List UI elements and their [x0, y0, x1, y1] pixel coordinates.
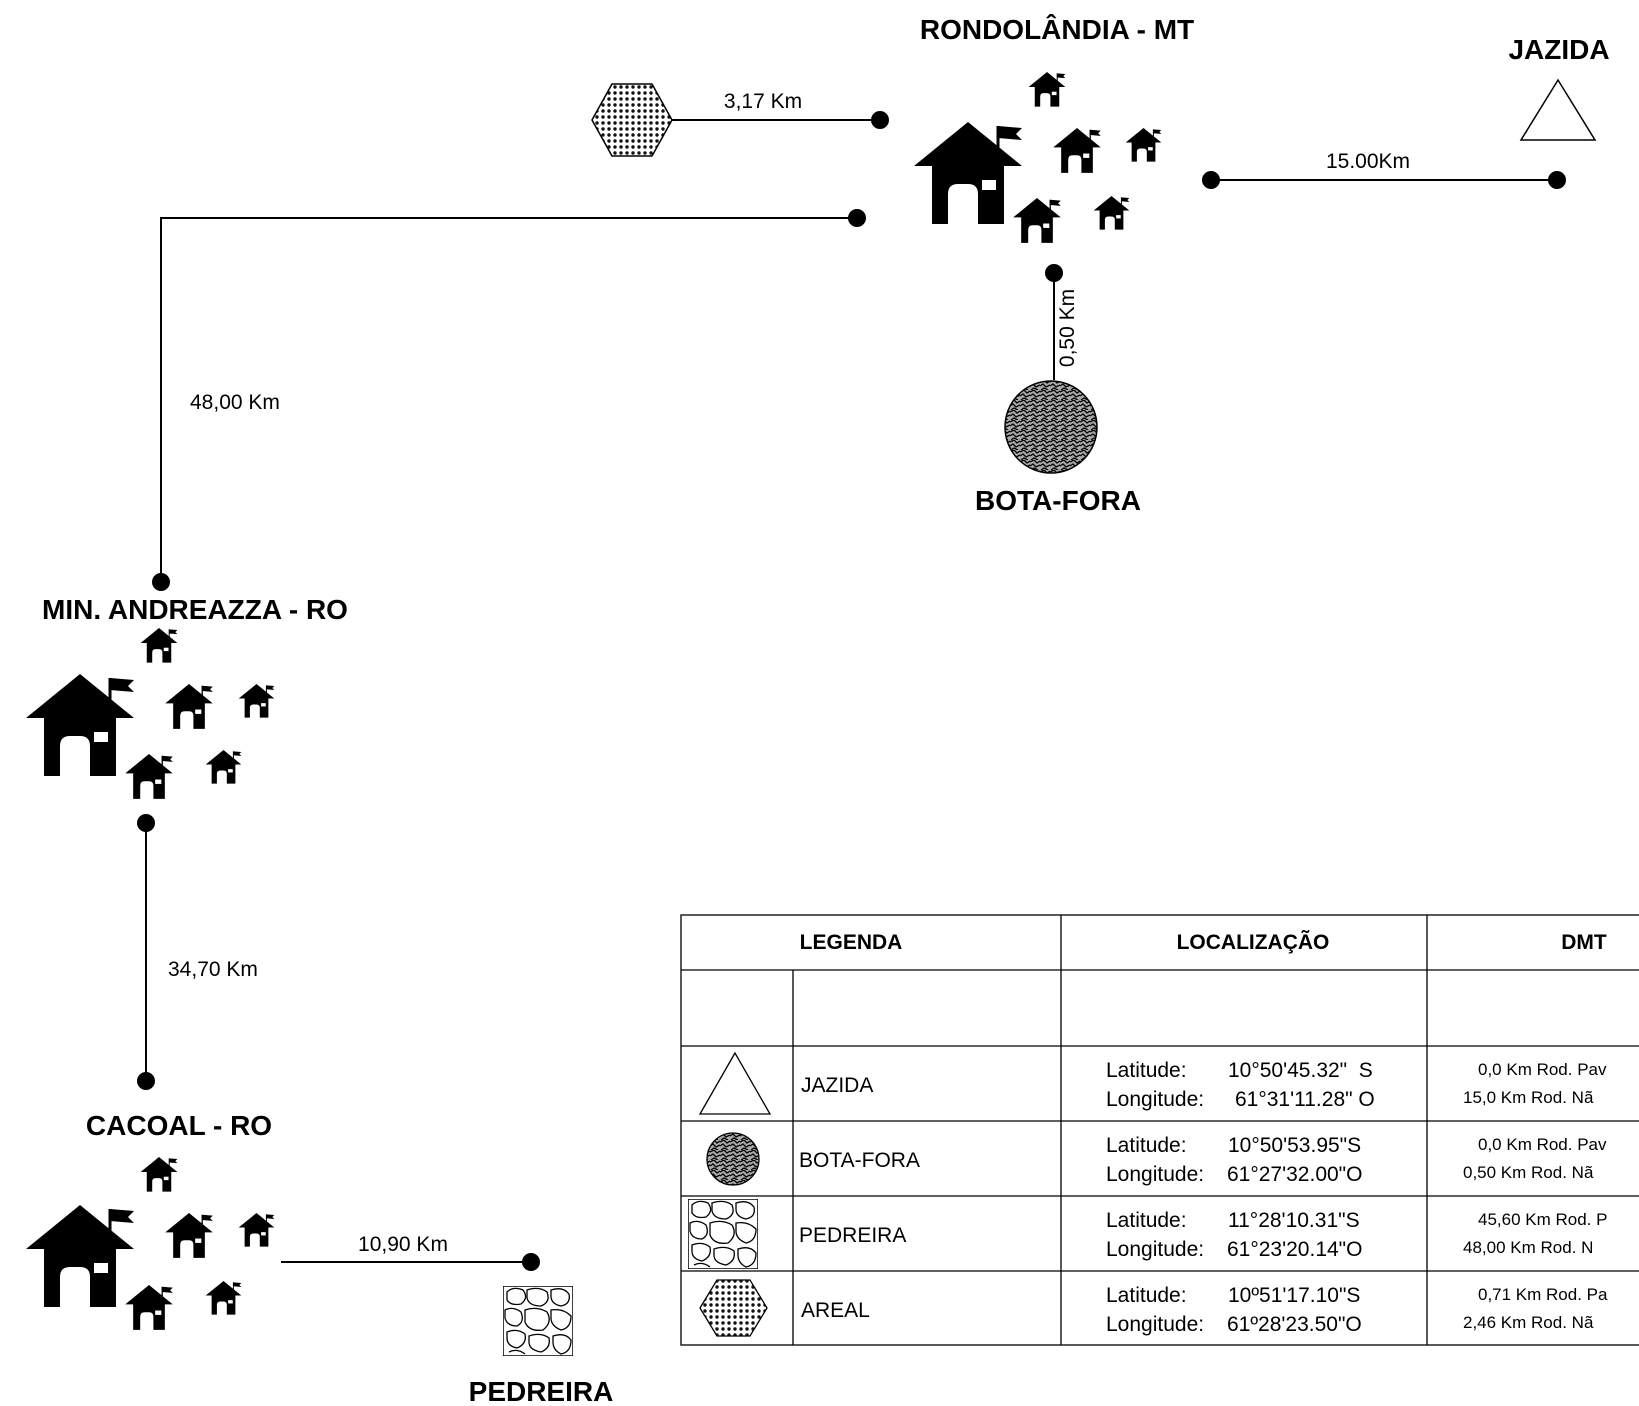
node-dot: [1202, 171, 1220, 189]
location-header: LOCALIZAÇÃO: [1177, 931, 1330, 954]
longitude-value: 61°31'11.28" O: [1235, 1088, 1375, 1111]
min-andreazza-label: MIN. ANDREAZZA - RO: [42, 594, 348, 625]
legend-hexagon-icon: [699, 1279, 768, 1337]
pedreira-stone-icon: [503, 1286, 573, 1356]
latitude-label: Latitude:: [1106, 1134, 1187, 1157]
dmt-line-1: 0,0 Km Rod. Pav: [1478, 1060, 1607, 1079]
longitude-value: 61°23'20.14"O: [1227, 1238, 1362, 1261]
latitude-value: 10°50'53.95"S: [1228, 1134, 1361, 1157]
legend-bota-fora-icon: [706, 1132, 760, 1186]
longitude-value: 61°27'32.00"O: [1227, 1163, 1362, 1186]
rondolandia-town-icon: [912, 71, 1162, 244]
legend-stone-icon: [688, 1199, 758, 1269]
legend-triangle-icon: [698, 1051, 772, 1115]
latitude-label: Latitude:: [1106, 1284, 1187, 1307]
longitude-value: 61º28'23.50"O: [1227, 1313, 1362, 1336]
longitude-label: Longitude:: [1106, 1313, 1204, 1336]
dmt-line-2: 2,46 Km Rod. Nã: [1463, 1313, 1594, 1332]
pedreira-label: PEDREIRA: [469, 1376, 614, 1406]
distance-pedreira-label: 10,90 Km: [358, 1233, 448, 1256]
distance-min-andreazza-label: 48,00 Km: [190, 391, 280, 414]
node-dot: [137, 814, 155, 832]
jazida-label: JAZIDA: [1508, 34, 1609, 65]
dmt-line-1: 0,71 Km Rod. Pa: [1478, 1285, 1608, 1304]
dmt-line-1: 45,60 Km Rod. P: [1478, 1210, 1607, 1229]
areal-hexagon-icon: [591, 83, 673, 157]
distance-bota-fora-label: 0,50 Km: [1056, 289, 1079, 367]
jazida-triangle-icon: [1519, 78, 1597, 141]
dmt-line-2: 0,50 Km Rod. Nã: [1463, 1163, 1594, 1182]
rondolandia-label: RONDOLÂNDIA - MT: [920, 14, 1194, 45]
longitude-label: Longitude:: [1106, 1238, 1204, 1261]
longitude-label: Longitude:: [1106, 1088, 1204, 1111]
dmt-line-2: 15,0 Km Rod. Nã: [1463, 1088, 1594, 1107]
node-dot: [137, 1072, 155, 1090]
legend-row-name: JAZIDA: [801, 1074, 873, 1097]
cacoal-town-icon: [24, 1156, 275, 1331]
dmt-line-1: 0,0 Km Rod. Pav: [1478, 1135, 1607, 1154]
route-rondolandia-min-andreazza: [160, 217, 857, 582]
dmt-header: DMT: [1561, 931, 1607, 954]
legend-row-name: AREAL: [801, 1299, 870, 1322]
distance-cacoal-label: 34,70 Km: [168, 958, 258, 981]
node-dot: [522, 1253, 540, 1271]
latitude-value: 11°28'10.31"S: [1228, 1209, 1360, 1232]
latitude-value: 10°50'45.32" S: [1228, 1059, 1373, 1082]
legend-row-name: BOTA-FORA: [799, 1149, 920, 1172]
dmt-line-2: 48,00 Km Rod. N: [1463, 1238, 1593, 1257]
latitude-value: 10º51'17.10"S: [1228, 1284, 1360, 1307]
latitude-label: Latitude:: [1106, 1209, 1187, 1232]
longitude-label: Longitude:: [1106, 1163, 1204, 1186]
distance-jazida-label: 15.00Km: [1326, 150, 1410, 173]
bota-fora-circle-icon: [1004, 380, 1098, 474]
node-dot: [1045, 264, 1063, 282]
cacoal-label: CACOAL - RO: [86, 1110, 272, 1141]
latitude-label: Latitude:: [1106, 1059, 1187, 1082]
legend-row-name: PEDREIRA: [799, 1224, 906, 1247]
node-dot: [1548, 171, 1566, 189]
legend-header: LEGENDA: [800, 931, 903, 954]
node-dot: [871, 111, 889, 129]
min-andreazza-town-icon: [24, 627, 275, 800]
node-dot: [848, 209, 866, 227]
bota-fora-label: BOTA-FORA: [975, 485, 1141, 516]
distance-areal-label: 3,17 Km: [724, 90, 802, 113]
legend-table: LEGENDA LOCALIZAÇÃO DMT JAZIDA Latitude:…: [680, 914, 1639, 1346]
node-dot: [152, 573, 170, 591]
